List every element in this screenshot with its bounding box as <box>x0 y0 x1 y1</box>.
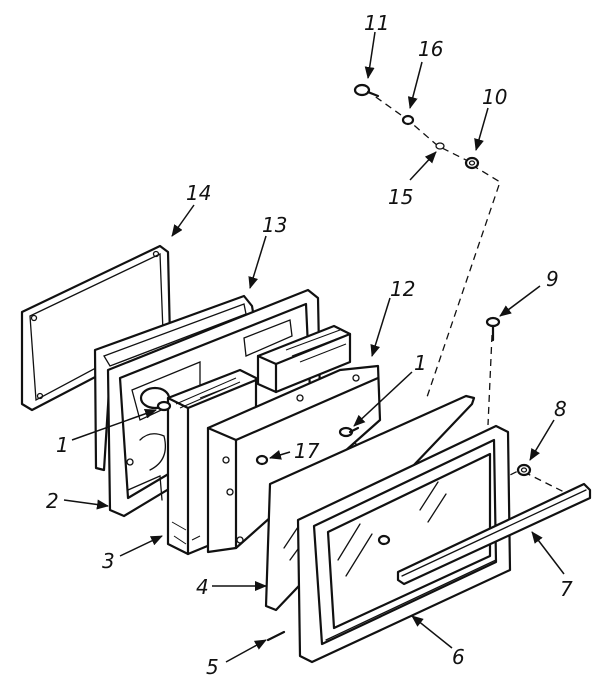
leader-13 <box>248 235 267 289</box>
callout-14: 14 <box>186 181 211 205</box>
leader-2 <box>63 499 109 510</box>
callout-9: 9 <box>546 267 559 291</box>
leader-1-right <box>353 371 413 427</box>
screw-9 <box>485 316 501 342</box>
assembly-line-9 <box>487 334 493 426</box>
callout-6: 6 <box>452 645 465 669</box>
callout-5: 5 <box>206 655 219 679</box>
leader-5 <box>225 639 267 663</box>
nut-10 <box>464 156 480 170</box>
pin-5 <box>266 630 286 642</box>
screw-1-right <box>338 426 360 438</box>
leader-16 <box>407 61 423 109</box>
callout-1-right: 1 <box>414 351 427 375</box>
leader-9 <box>499 285 541 317</box>
screw-1-left <box>156 400 172 412</box>
callout-2: 2 <box>46 489 59 513</box>
leader-15 <box>409 151 437 181</box>
outer-frame-6 <box>296 424 512 664</box>
washer-16 <box>401 114 415 126</box>
leader-3 <box>119 535 163 557</box>
leader-7 <box>531 531 565 575</box>
assembly-line-screws <box>365 89 473 164</box>
callout-12: 12 <box>390 277 415 301</box>
callout-15: 15 <box>388 185 413 209</box>
callout-11: 11 <box>364 11 389 35</box>
leader-14 <box>171 204 195 237</box>
callout-17: 17 <box>294 439 320 463</box>
assembly-line-hinge <box>425 164 501 401</box>
callout-10: 10 <box>482 85 507 109</box>
callout-7: 7 <box>560 577 573 601</box>
callout-8: 8 <box>554 397 567 421</box>
leader-8 <box>529 419 555 461</box>
hinge-pin-11 <box>353 83 380 98</box>
washer-15 <box>435 142 445 150</box>
leader-6 <box>411 615 453 649</box>
inner-liner-12 <box>206 324 382 554</box>
leader-1-left <box>71 408 157 441</box>
leader-17 <box>269 450 291 460</box>
callout-1-left: 1 <box>56 433 69 457</box>
callout-16: 16 <box>418 37 443 61</box>
door-handle-7 <box>396 482 592 586</box>
nut-8 <box>516 463 532 477</box>
callout-3: 3 <box>102 549 115 573</box>
screw-17 <box>255 454 269 466</box>
leader-12 <box>370 297 391 357</box>
callout-4: 4 <box>196 575 209 599</box>
callout-13: 13 <box>262 213 287 237</box>
leader-11 <box>364 31 376 79</box>
leader-10 <box>474 107 489 151</box>
